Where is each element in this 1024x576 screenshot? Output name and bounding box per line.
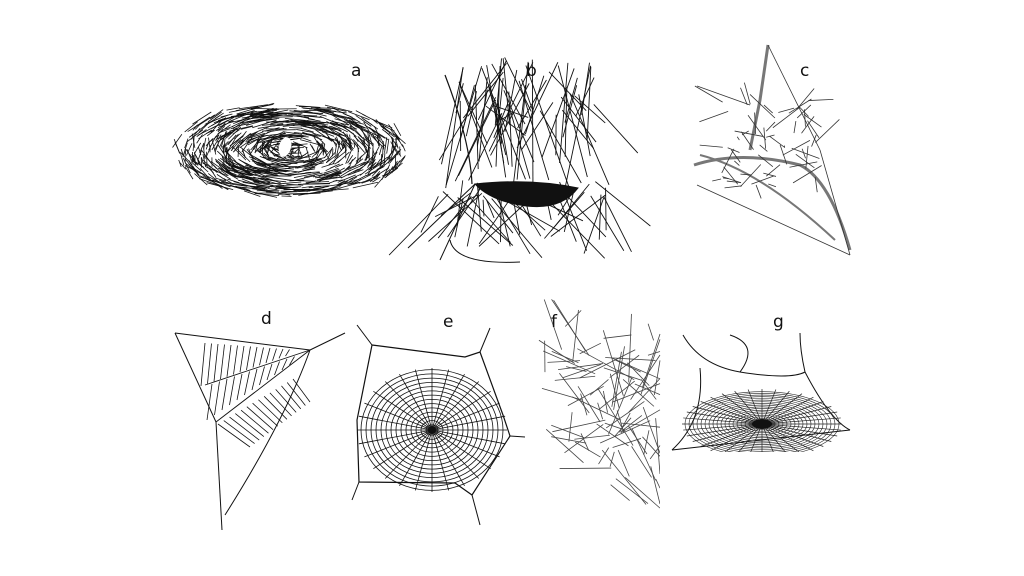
- panel-label-f: f: [551, 312, 557, 332]
- panel-label-a: a: [351, 61, 362, 81]
- web-drawing-d: [174, 332, 346, 531]
- panel-label-e: e: [443, 312, 454, 332]
- panel-label-g: g: [773, 312, 784, 332]
- web-drawing-b: [388, 57, 651, 263]
- web-drawing-f: [538, 299, 661, 509]
- panel-label-c: c: [800, 61, 810, 81]
- panel-label-b: b: [526, 61, 537, 81]
- web-drawing-a: [172, 102, 406, 198]
- web-drawing-c: [693, 44, 852, 256]
- web-drawing-e: [351, 324, 526, 526]
- panel-label-d: d: [261, 309, 272, 329]
- web-drawing-g: [660, 332, 860, 512]
